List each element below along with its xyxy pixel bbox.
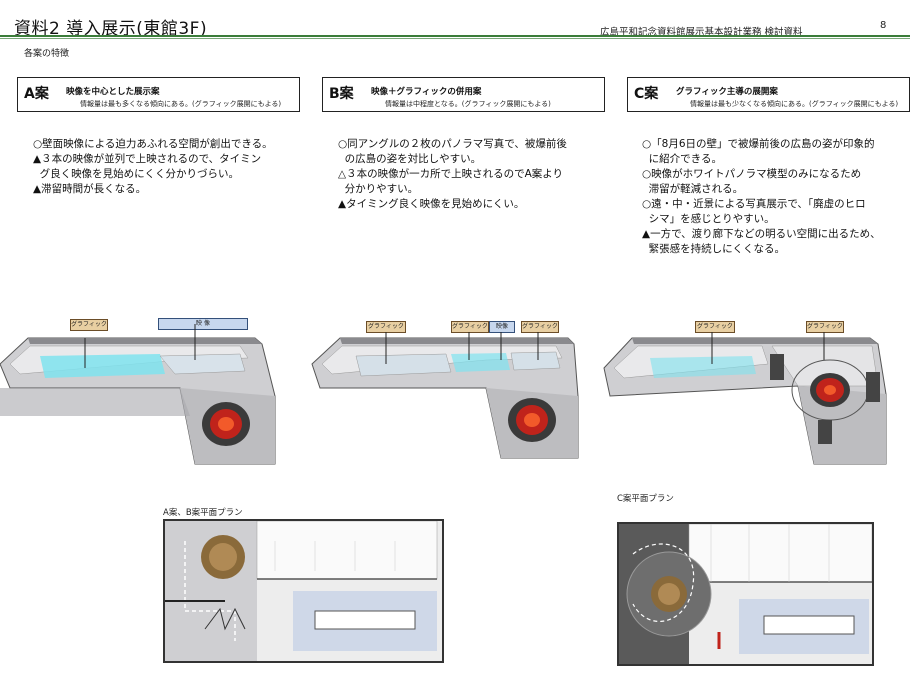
plan-a-label: A案: [24, 86, 49, 102]
floor-plan-ab: [163, 519, 444, 663]
plan-a-heading: 映像を中心とした展示案: [66, 87, 160, 97]
plan-b-label: B案: [329, 86, 354, 102]
floor-plan-ab-drawing: [165, 520, 438, 661]
plan-c-bullets: ○「8月6日の壁」で被爆前後の広島の姿が印象的 に紹介できる。 ○映像がホワイト…: [642, 138, 881, 255]
page-title: 資料2 導入展示(東館3F): [14, 19, 208, 39]
plan-c-label: C案: [634, 86, 659, 102]
plan-c-perspective-render: グラフィック グラフィック: [602, 316, 888, 468]
floor-plan-c-drawing: [619, 523, 873, 664]
plan-a-bullets: ○壁面映像による迫力あふれる空間が創出できる。 ▲３本の映像が並列で上映されるの…: [33, 138, 273, 195]
render-a-illustration: [0, 324, 276, 465]
plan-b-box: B案 映像＋グラフィックの併用案 情報量は中程度となる。(グラフィック展開にもよ…: [322, 77, 605, 112]
page-number: 8: [880, 20, 887, 31]
plan-b-perspective-render: グラフィック グラフィック 映像 グラフィック: [306, 316, 591, 468]
plan-a-note: 情報量は最も多くなる傾向にある。(グラフィック展開にもよる): [80, 100, 282, 108]
render-b-illustration: [311, 332, 579, 459]
plan-b-heading: 映像＋グラフィックの併用案: [371, 87, 482, 97]
header-rule: [0, 35, 910, 37]
graphic-tag: グラフィック: [521, 321, 559, 333]
graphic-tag: グラフィック: [451, 321, 489, 333]
floor-plan-ab-caption: A案、B案平面プラン: [163, 508, 243, 518]
plan-b-note: 情報量は中程度となる。(グラフィック展開にもよる): [385, 100, 551, 108]
document-label: 広島平和記念資料館展示基本設計業務 検討資料: [600, 27, 803, 38]
plan-c-heading: グラフィック主導の展開案: [676, 87, 778, 97]
video-tag: 映像: [489, 321, 515, 333]
render-c-illustration: [603, 332, 887, 465]
plan-b-bullets: ○同アングルの２枚のパノラマ写真で、被爆前後 の広島の姿を対比しやすい。 △３本…: [338, 138, 567, 210]
header-rule-thin: [0, 38, 910, 39]
plan-a-perspective-render: グラフィック 映 像: [0, 316, 285, 468]
floor-plan-c: [617, 522, 874, 666]
plan-a-box: A案 映像を中心とした展示案 情報量は最も多くなる傾向にある。(グラフィック展開…: [17, 77, 300, 112]
video-tag: 映 像: [158, 318, 248, 330]
graphic-tag: グラフィック: [70, 319, 108, 331]
section-label: 各案の特徴: [24, 49, 70, 59]
plan-c-box: C案 グラフィック主導の展開案 情報量は最も少なくなる傾向にある。(グラフィック…: [627, 77, 910, 112]
plan-c-note: 情報量は最も少なくなる傾向にある。(グラフィック展開にもよる): [690, 100, 899, 108]
graphic-tag: グラフィック: [695, 321, 735, 333]
graphic-tag: グラフィック: [806, 321, 844, 333]
floor-plan-c-caption: C案平面プラン: [617, 494, 674, 504]
